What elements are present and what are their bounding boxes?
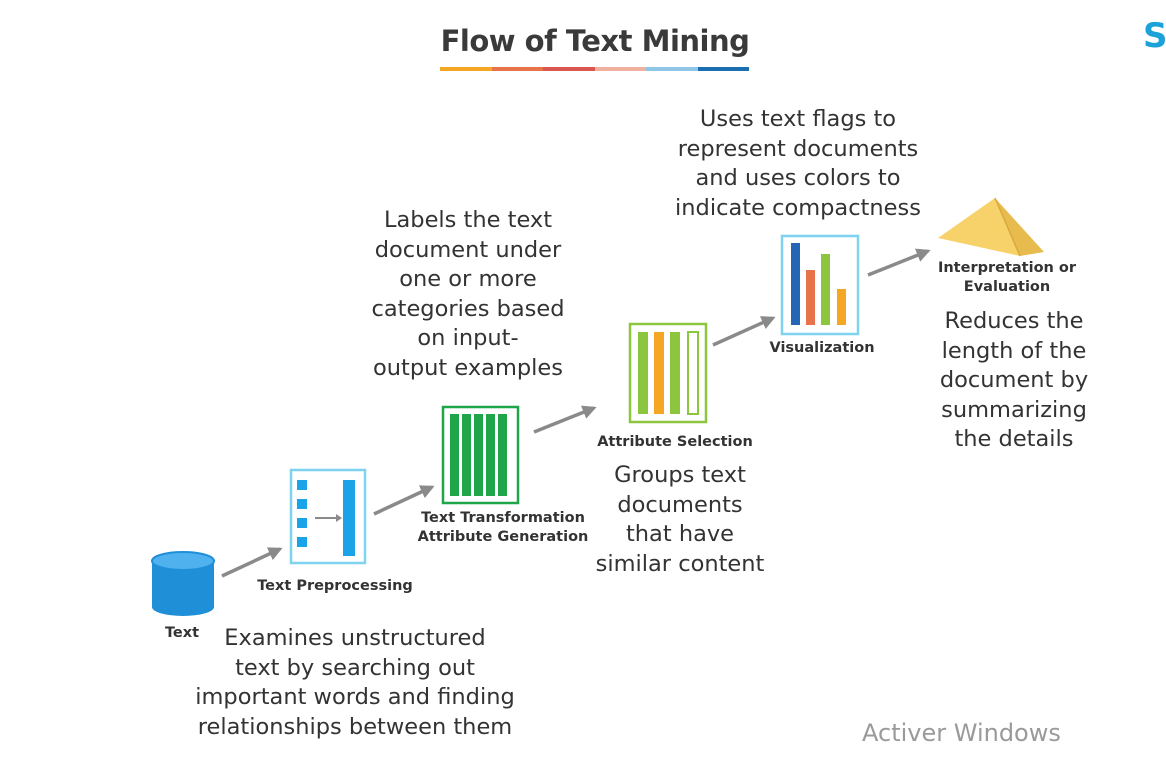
title-underline — [440, 67, 749, 71]
flow-arrow — [712, 316, 776, 347]
step-label-transformation-line2: Attribute Generation — [417, 529, 589, 545]
windows-activation-watermark: Activer Windows — [862, 719, 1061, 747]
description-selection: Groups text documents that have similar … — [595, 462, 765, 577]
underline-segment — [594, 67, 646, 71]
step-label-text: Text — [164, 625, 200, 641]
description-transformation: Labels the text document under one or mo… — [371, 207, 565, 381]
underline-segment — [440, 67, 492, 71]
step-label-visualization: Visualization — [769, 340, 875, 356]
page-title: Flow of Text Mining — [440, 24, 750, 58]
step-label-transformation: Text Transformation Attribute Generation — [405, 509, 601, 547]
bar-chart-icon — [780, 234, 860, 336]
flow-arrow — [533, 405, 597, 434]
flow-arrow — [867, 248, 931, 277]
step-label-interpretation: Interpretation or Evaluation — [925, 259, 1089, 297]
step-label-selection: Attribute Selection — [597, 434, 753, 450]
preprocessing-icon — [289, 468, 367, 565]
corner-logo-letter: S — [1143, 16, 1166, 56]
selection-bars-icon — [628, 322, 708, 424]
step-label-interpretation-line1: Interpretation or — [937, 260, 1077, 276]
underline-segment — [697, 67, 749, 71]
step-label-preprocessing: Text Preprocessing — [257, 578, 413, 594]
database-icon — [151, 551, 215, 616]
underline-segment — [543, 67, 595, 71]
columns-icon — [441, 405, 520, 505]
step-label-interpretation-line2: Evaluation — [963, 279, 1051, 295]
description-text: Examines unstructured text by searching … — [195, 625, 515, 740]
flow-arrow — [221, 547, 283, 578]
description-visualization: Uses text flags to represent documents a… — [675, 106, 921, 221]
step-label-transformation-line1: Text Transformation — [421, 510, 585, 526]
underline-segment — [646, 67, 698, 71]
pyramid-icon — [938, 197, 1044, 257]
underline-segment — [491, 67, 543, 71]
description-interpretation: Reduces the length of the document by su… — [939, 308, 1089, 452]
flow-arrow — [373, 485, 435, 516]
